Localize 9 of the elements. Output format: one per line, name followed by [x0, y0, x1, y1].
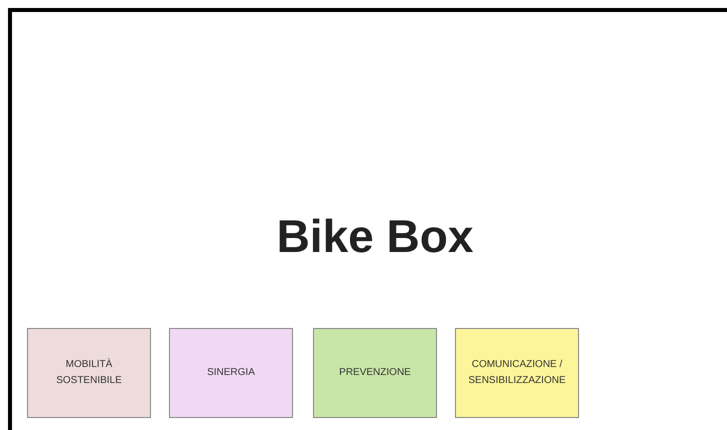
- category-label: MOBILITÀ SOSTENIBILE: [55, 357, 123, 388]
- category-box: [313, 328, 437, 418]
- category-box: [169, 328, 293, 418]
- category-label: COMUNICAZIONE / SENSIBILIZZAZIONE: [467, 358, 567, 388]
- title: Bike Box: [276, 209, 474, 264]
- category-label: SINERGIA: [207, 366, 255, 380]
- category-label: PREVENZIONE: [339, 366, 411, 380]
- category-box: [455, 328, 579, 418]
- category-box: [27, 328, 151, 418]
